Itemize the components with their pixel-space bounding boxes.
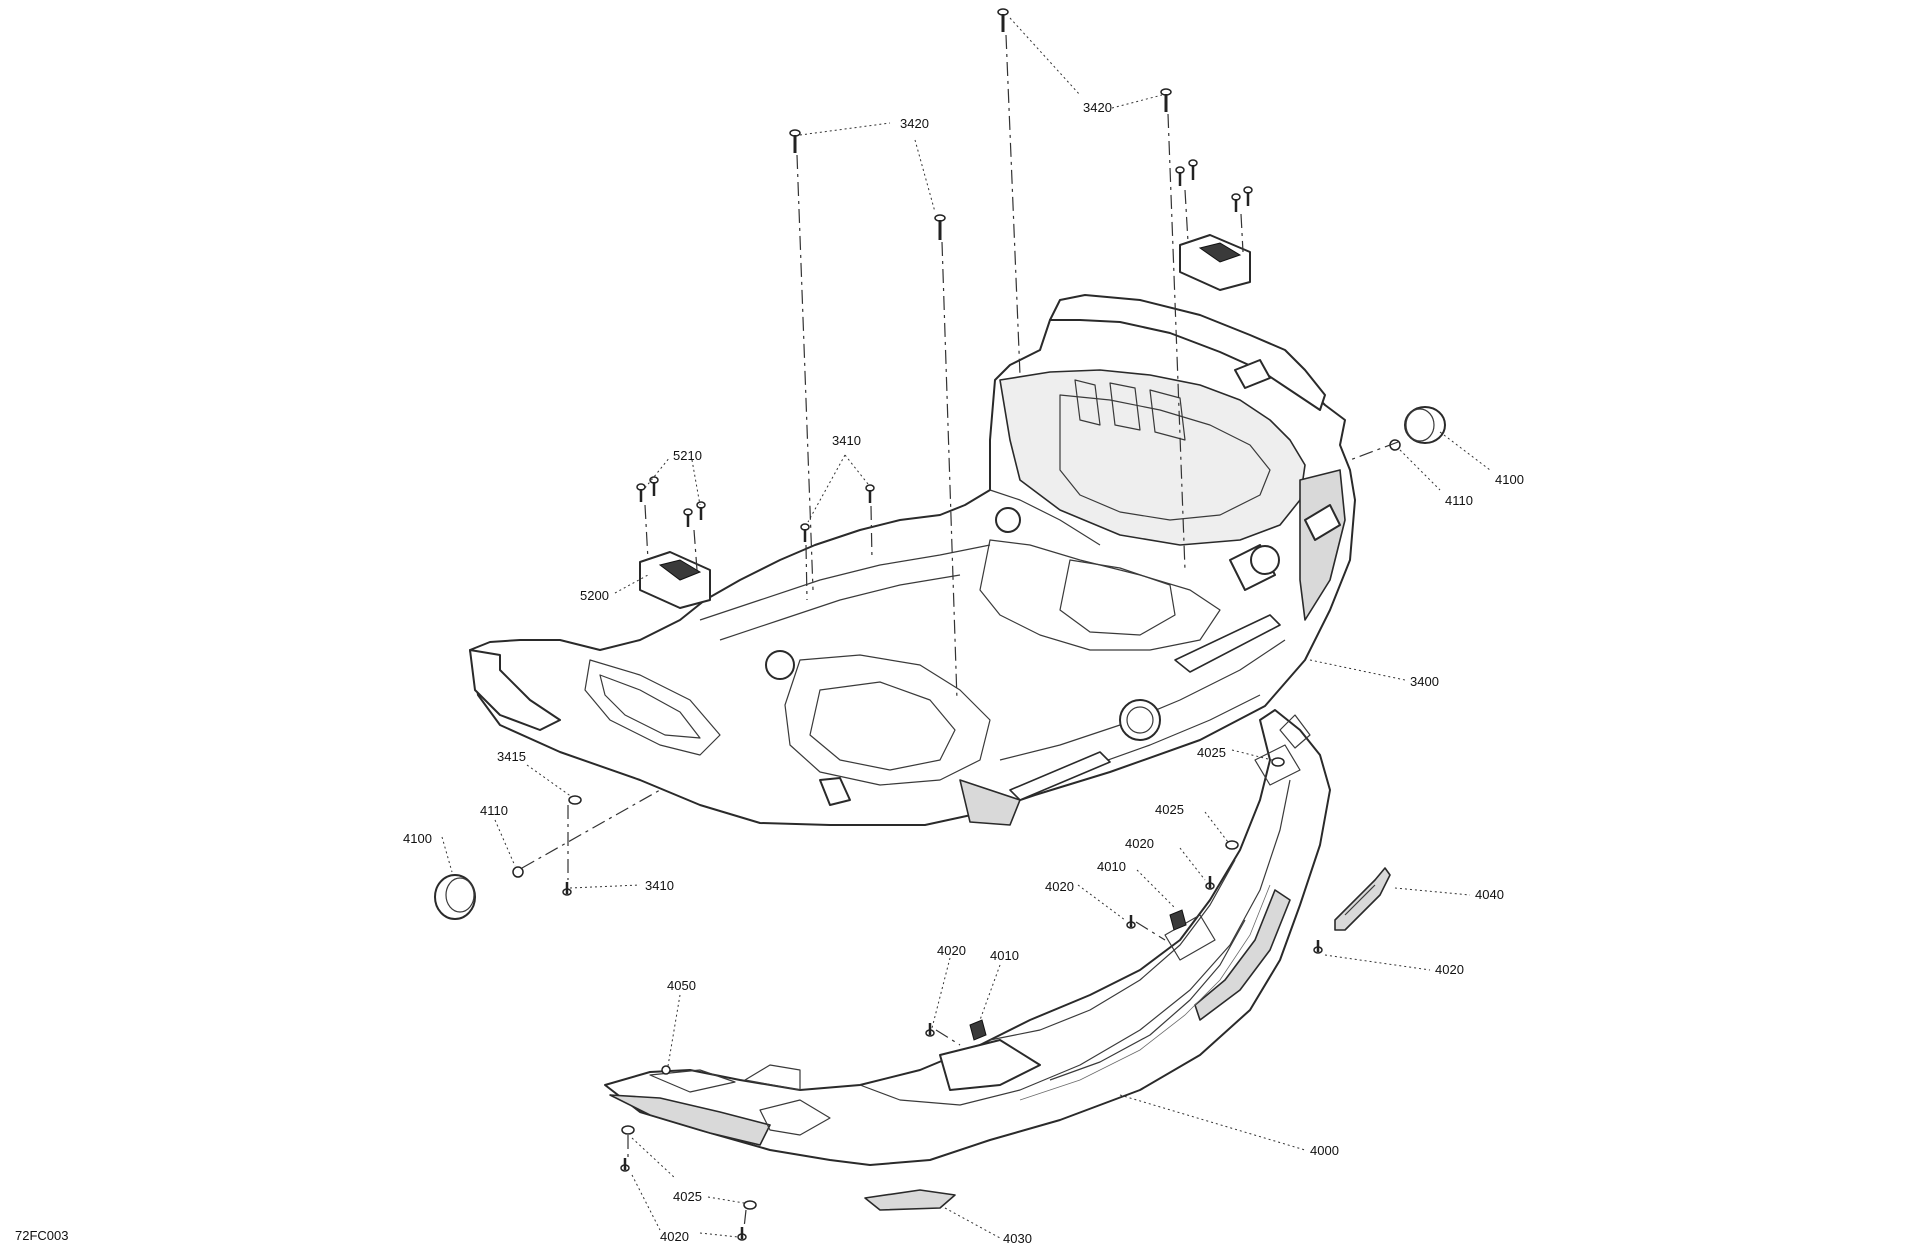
callout: 4110: [1445, 493, 1473, 508]
callout: 3410: [832, 433, 861, 448]
callout: 3410: [645, 878, 674, 893]
callout: 4025: [673, 1189, 702, 1204]
callout: 4100: [1495, 472, 1524, 487]
callout: 4030: [1003, 1231, 1032, 1245]
callout-labels: 3420 3420 5210 3410 5200 4100 4110 3400 …: [15, 100, 1524, 1245]
callout: 4040: [1475, 887, 1504, 902]
rack-assembly-3400: [469, 294, 1356, 826]
callout: 4020: [1045, 879, 1074, 894]
figure-code: 72FC003: [15, 1228, 68, 1243]
callout: 4020: [660, 1229, 689, 1244]
hardware: [512, 8, 1401, 1241]
callout: 4000: [1310, 1143, 1339, 1158]
callout: 3420: [900, 116, 929, 131]
bumper-4000: [604, 709, 1331, 1166]
callout: 4020: [937, 943, 966, 958]
callout: 4010: [990, 948, 1019, 963]
callout: 4020: [1125, 836, 1154, 851]
callout: 4025: [1197, 745, 1226, 760]
callout: 4100: [403, 831, 432, 846]
bracket-5200-right: [1179, 234, 1251, 291]
cap-4100-left: [434, 874, 476, 920]
callout: 4020: [1435, 962, 1464, 977]
leader-lines: [441, 17, 1491, 1239]
callout: 4025: [1155, 802, 1184, 817]
callout: 4110: [480, 803, 508, 818]
callout: 4010: [1097, 859, 1126, 874]
deflector-4030: [864, 1189, 956, 1211]
assembly-lines: [521, 34, 1399, 1229]
callout: 3415: [497, 749, 526, 764]
callout: 5210: [673, 448, 702, 463]
callout: 3420: [1083, 100, 1112, 115]
callout: 5200: [580, 588, 609, 603]
bracket-5200-left: [639, 551, 711, 609]
cap-4100-right: [1404, 406, 1446, 444]
callout: 3400: [1410, 674, 1439, 689]
callout: 4050: [667, 978, 696, 993]
deflector-4040: [1334, 867, 1391, 931]
